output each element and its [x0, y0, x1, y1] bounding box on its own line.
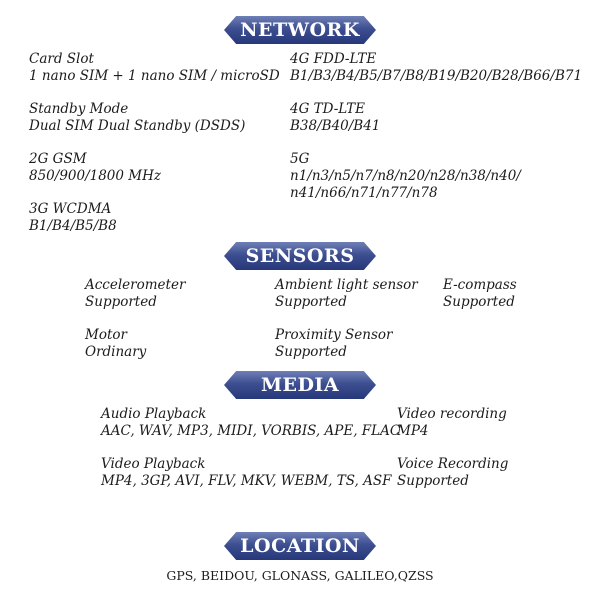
card-slot-label: Card Slot	[29, 51, 94, 67]
motor-spec: Motor Ordinary	[85, 327, 146, 361]
standby-spec: Standby Mode Dual SIM Dual Standby (DSDS…	[29, 101, 245, 135]
e-compass-value: Supported	[443, 294, 515, 310]
audio-playback-value: AAC, WAV, MP3, MIDI, VORBIS, APE, FLAC	[101, 423, 401, 439]
e-compass-label: E-compass	[443, 277, 517, 293]
proximity-spec: Proximity Sensor Supported	[275, 327, 393, 361]
gsm-value: 850/900/1800 MHz	[29, 168, 161, 184]
td-lte-value: B38/B40/B41	[290, 118, 381, 134]
card-slot-spec: Card Slot 1 nano SIM + 1 nano SIM / micr…	[29, 51, 280, 85]
voice-recording-label: Voice Recording	[397, 456, 509, 472]
network-banner: NETWORK	[224, 16, 376, 44]
ambient-light-spec: Ambient light sensor Supported	[275, 277, 418, 311]
fdd-lte-label: 4G FDD-LTE	[290, 51, 377, 67]
wcdma-value: B1/B4/B5/B8	[29, 218, 117, 234]
td-lte-label: 4G TD-LTE	[290, 101, 366, 117]
accelerometer-label: Accelerometer	[85, 277, 186, 293]
ambient-light-value: Supported	[275, 294, 347, 310]
video-recording-value: MP4	[397, 423, 429, 439]
audio-playback-label: Audio Playback	[101, 406, 207, 422]
5g-spec: 5G n1/n3/n5/n7/n8/n20/n28/n38/n40/ n41/n…	[290, 151, 521, 202]
ambient-light-label: Ambient light sensor	[275, 277, 418, 293]
5g-label: 5G	[290, 151, 310, 167]
gsm-spec: 2G GSM 850/900/1800 MHz	[29, 151, 161, 185]
voice-recording-spec: Voice Recording Supported	[397, 456, 508, 490]
wcdma-spec: 3G WCDMA B1/B4/B5/B8	[29, 201, 117, 235]
standby-value: Dual SIM Dual Standby (DSDS)	[29, 118, 246, 134]
location-value: GPS, BEIDOU, GLONASS, GALILEO,QZSS	[166, 568, 434, 583]
video-playback-spec: Video Playback MP4, 3GP, AVI, FLV, MKV, …	[101, 456, 391, 490]
gsm-label: 2G GSM	[29, 151, 87, 167]
media-title: MEDIA	[260, 374, 340, 396]
location-banner: LOCATION	[224, 532, 376, 560]
td-lte-spec: 4G TD-LTE B38/B40/B41	[290, 101, 380, 135]
voice-recording-value: Supported	[397, 473, 469, 489]
proximity-label: Proximity Sensor	[275, 327, 393, 343]
media-banner: MEDIA	[224, 371, 376, 399]
proximity-value: Supported	[275, 344, 347, 360]
location-title: LOCATION	[240, 535, 360, 557]
standby-label: Standby Mode	[29, 101, 129, 117]
motor-value: Ordinary	[85, 344, 147, 360]
card-slot-value: 1 nano SIM + 1 nano SIM / microSD	[29, 68, 280, 84]
video-playback-label: Video Playback	[101, 456, 206, 472]
wcdma-label: 3G WCDMA	[29, 201, 112, 217]
video-recording-label: Video recording	[397, 406, 507, 422]
sensors-title: SENSORS	[245, 245, 355, 267]
sensors-banner: SENSORS	[224, 242, 376, 270]
e-compass-spec: E-compass Supported	[443, 277, 517, 311]
accelerometer-value: Supported	[85, 294, 157, 310]
audio-playback-spec: Audio Playback AAC, WAV, MP3, MIDI, VORB…	[101, 406, 400, 440]
accelerometer-spec: Accelerometer Supported	[85, 277, 185, 311]
video-playback-value: MP4, 3GP, AVI, FLV, MKV, WEBM, TS, ASF	[101, 473, 392, 489]
5g-value-line2: n41/n66/n71/n77/n78	[290, 185, 438, 201]
5g-value-line1: n1/n3/n5/n7/n8/n20/n28/n38/n40/	[290, 168, 521, 184]
video-recording-spec: Video recording MP4	[397, 406, 507, 440]
motor-label: Motor	[85, 327, 127, 343]
fdd-lte-spec: 4G FDD-LTE B1/B3/B4/B5/B7/B8/B19/B20/B28…	[290, 51, 582, 85]
fdd-lte-value: B1/B3/B4/B5/B7/B8/B19/B20/B28/B66/B71	[290, 68, 583, 84]
network-title: NETWORK	[240, 19, 360, 41]
